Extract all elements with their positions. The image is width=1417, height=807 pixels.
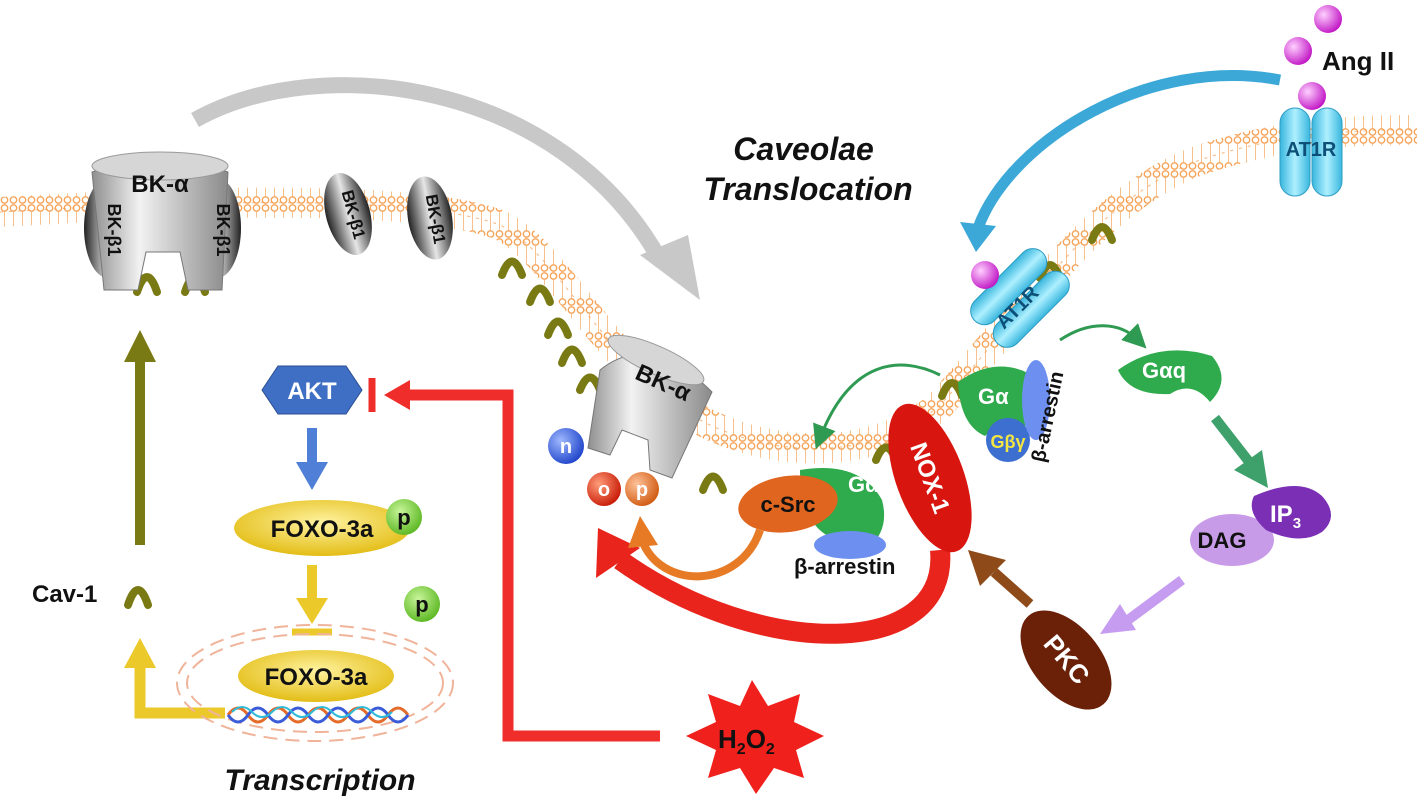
- p-site: p: [625, 472, 659, 506]
- ang-ii-bound-caveolae: [971, 261, 999, 289]
- pkc-to-nox-arrow: [968, 550, 1034, 608]
- bk-beta1-left-label: BK-β1: [104, 204, 124, 257]
- galpha-node: Gα: [958, 366, 1042, 436]
- svg-text:AKT: AKT: [287, 378, 337, 405]
- foxo3a-phospho: FOXO-3a: [234, 500, 410, 556]
- phospho-p-free: p: [404, 586, 440, 622]
- svg-text:Gα: Gα: [978, 384, 1009, 409]
- ip3-text: IP: [1270, 501, 1293, 528]
- cav1-label: Cav-1: [32, 581, 97, 608]
- galpha-q-node: Gαq: [1118, 350, 1222, 402]
- svg-text:o: o: [598, 479, 610, 501]
- pkc-node: PKC: [1020, 610, 1112, 710]
- foxo-inhibit-arrow: [292, 565, 332, 636]
- dna-helix: [226, 706, 410, 724]
- svg-text:Gβγ: Gβγ: [991, 432, 1026, 452]
- beta-arrestin-gai-label: β-arrestin: [794, 554, 895, 579]
- nox1-node: NOX-1: [888, 403, 972, 553]
- bk-channel-left: BK-α BK-β1 BK-β1: [84, 151, 241, 291]
- phospho-p-1: p: [386, 499, 422, 535]
- ang-ii-ligands: [1284, 5, 1342, 110]
- svg-text:FOXO-3a: FOXO-3a: [271, 516, 374, 543]
- nox-to-bk-arrow: [596, 528, 951, 644]
- svg-text:p: p: [415, 592, 428, 617]
- cav1-to-membrane-arrow: [124, 330, 156, 545]
- csrc-to-bk-arrow: [628, 516, 764, 581]
- svg-text:IP3: IP3: [1270, 501, 1301, 532]
- svg-text:H2O2: H2O2: [718, 724, 775, 758]
- h2o2-o: O: [746, 724, 766, 754]
- ip3-node: IP3: [1251, 486, 1331, 539]
- dag-node: DAG: [1190, 514, 1274, 566]
- svg-text:Gαi: Gαi: [848, 472, 885, 497]
- o-site: o: [587, 472, 621, 506]
- title-line-2: Translocation: [703, 171, 912, 207]
- transcription-label: Transcription: [224, 764, 415, 797]
- h2o2-sub-1: 2: [737, 741, 746, 758]
- h2o2-h: H: [718, 724, 737, 754]
- title-line-1: Caveolae: [733, 131, 874, 167]
- at1r-internalization-arrow: [960, 70, 1282, 252]
- akt-to-foxo-arrow: [296, 428, 328, 490]
- bk-alpha-left-label: BK-α: [131, 171, 189, 198]
- svg-text:c-Src: c-Src: [760, 492, 815, 517]
- csrc-node: c-Src: [738, 475, 838, 533]
- caveolae-translocation-title: Caveolae Translocation: [703, 131, 912, 207]
- ang-ii-label: Ang II: [1322, 46, 1394, 76]
- svg-text:FOXO-3a: FOXO-3a: [265, 664, 368, 691]
- galpha-to-gai-arrow: [813, 363, 941, 450]
- bk-beta1-right-label: BK-β1: [213, 204, 233, 257]
- svg-text:Gαq: Gαq: [1142, 358, 1186, 383]
- cav1-icon: [124, 586, 152, 609]
- dag-to-pkc-arrow: [1100, 575, 1185, 634]
- transcription-output-arrow: [124, 638, 225, 719]
- at1r-surface: AT1R: [1279, 107, 1343, 197]
- ip3-subscript: 3: [1293, 515, 1301, 532]
- h2o2-to-akt-inhibition: [368, 378, 660, 742]
- at1r-to-gaq-arrow: [1059, 323, 1147, 349]
- svg-text:p: p: [397, 505, 410, 530]
- beta-arrestin-at1r: β-arrestin: [1022, 360, 1068, 464]
- akt-node: AKT: [261, 365, 363, 415]
- foxo3a-nuclear: FOXO-3a: [238, 650, 394, 702]
- svg-text:p: p: [636, 479, 648, 501]
- gaq-to-dag-arrow: [1211, 414, 1268, 488]
- nucleus: [176, 624, 454, 742]
- at1r-surface-label: AT1R: [1286, 139, 1337, 161]
- svg-text:n: n: [560, 436, 572, 458]
- h2o2-burst: H2O2: [686, 680, 824, 794]
- bk-channel-caveolae: BK-α: [587, 334, 713, 479]
- h2o2-sub-2: 2: [766, 741, 775, 758]
- translocation-arrow: [191, 77, 700, 300]
- svg-text:DAG: DAG: [1198, 528, 1247, 553]
- cell-membrane: [0, 115, 1417, 464]
- bk-beta1-free-1: BK-β1: [324, 173, 372, 255]
- bk-beta1-free-2: BK-β1: [407, 176, 453, 260]
- n-site: n: [548, 428, 584, 464]
- gbetagamma-node: Gβγ: [986, 418, 1030, 462]
